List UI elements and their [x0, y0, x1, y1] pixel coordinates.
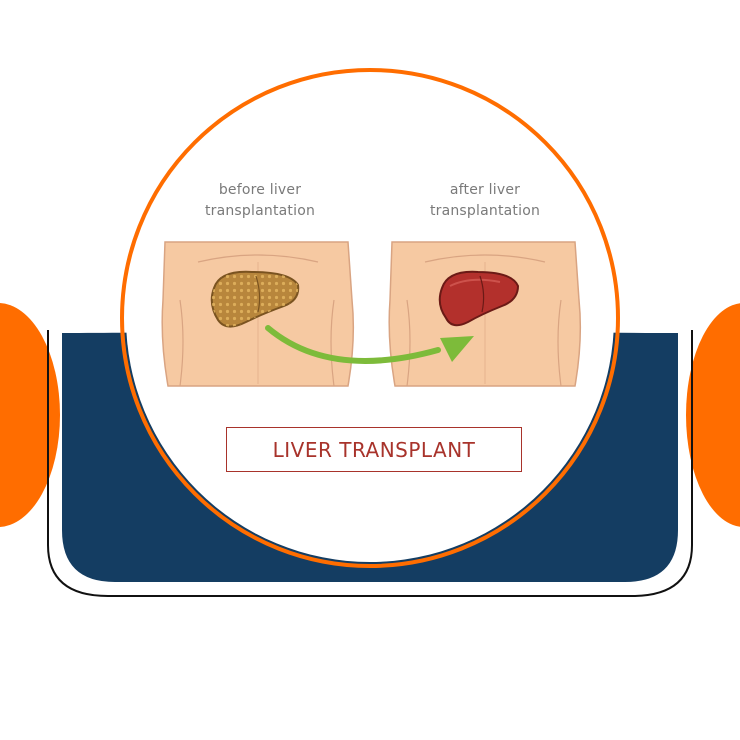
frame-outline [47, 330, 693, 597]
right-orange-blob [686, 303, 740, 527]
caption-after-line-2: transplantation [429, 203, 541, 219]
caption-after-line-1: after liver [449, 182, 521, 198]
title-box: LIVER TRANSPLANT [226, 427, 522, 472]
curved-arrow-icon [265, 325, 474, 364]
caption-before: before liver transplantation [160, 180, 360, 222]
caption-before-line-1: before liver [218, 182, 302, 198]
healthy-liver-icon [438, 270, 520, 327]
title-text: LIVER TRANSPLANT [272, 437, 476, 462]
caption-after: after liver transplantation [385, 180, 585, 222]
left-orange-blob [0, 303, 60, 527]
diseased-liver-icon [210, 270, 300, 328]
caption-before-line-2: transplantation [204, 203, 316, 219]
orange-ring [120, 68, 620, 568]
